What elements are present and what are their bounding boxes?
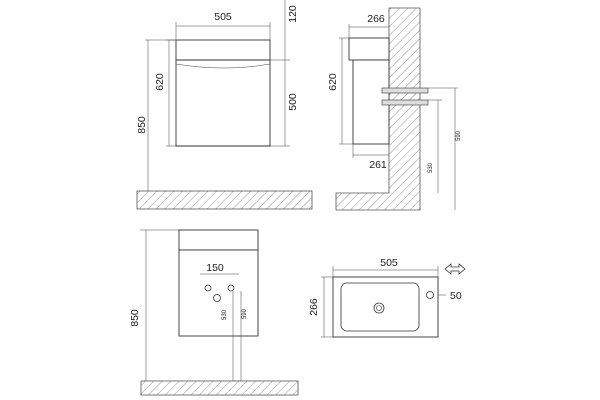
dim-50: 50 [450,290,462,302]
cabinet-front [175,59,271,147]
pipe-lower [381,99,429,106]
cabinet-door-curve [175,63,271,69]
floor-hatch-back [140,380,299,396]
dim-620-side: 620 [327,73,339,91]
pipe-upper [381,87,429,94]
hole-left [204,284,212,292]
double-arrow-icon [444,263,466,275]
hole-drain [213,294,221,302]
dim-590-side: 590 [456,130,462,141]
dim-500: 500 [287,93,299,111]
basin-side [348,37,390,61]
dim-width-505: 505 [214,11,232,23]
dim-530-back: 530 [222,309,228,320]
wall-hatch-side [335,7,421,211]
dim-505-top: 505 [380,257,398,269]
dim-850-back: 850 [129,309,141,327]
back-view: 150 530 590 850 [129,229,299,396]
dim-266-top: 266 [308,298,320,316]
side-view: 266 620 261 530 590 [327,7,462,211]
dim-261: 261 [369,159,387,171]
dim-150: 150 [206,262,224,274]
dim-120: 120 [287,5,299,23]
front-view: 505 120 500 620 850 [136,0,313,210]
dim-620: 620 [154,73,166,91]
dim-850: 850 [136,116,148,134]
top-view: 505 266 50 [308,257,466,338]
tap-hole [426,291,434,299]
basin-back [178,229,259,251]
dim-266: 266 [367,13,385,25]
hole-right [227,284,235,292]
drain-inner [376,305,382,311]
basin-front [175,39,271,61]
dim-530-side: 530 [428,162,434,173]
floor-hatch-front [136,190,313,210]
cabinet-back [178,249,259,337]
dim-590-back: 590 [242,308,248,319]
